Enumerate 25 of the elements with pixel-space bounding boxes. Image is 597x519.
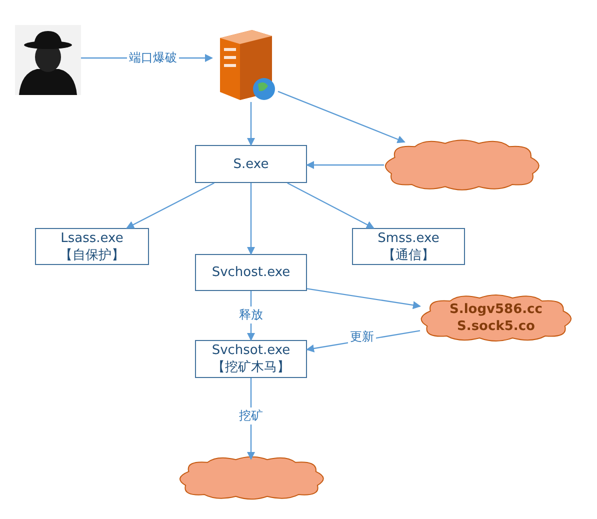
process-name: Smss.exe [378,230,440,246]
edge-label: 更新 [348,328,376,346]
edge-label: 释放 [237,306,265,324]
arrow [126,182,214,229]
arrow [247,102,255,146]
process-box [195,254,307,291]
role-text: 【通信】 [382,246,434,264]
role-text: 【自保护】 [60,246,124,264]
process-name: Lsass.exe [60,230,124,246]
process-box [195,340,307,378]
process-name: Svchsot.exe [212,342,290,359]
arrow [278,90,406,144]
process-name: S.exe [233,156,269,172]
arrow [306,288,421,310]
domain-text: S.sock5.co [457,318,535,335]
process-box [352,228,465,265]
process-box [195,145,307,183]
process-box [35,228,149,265]
arrow [287,182,374,229]
role-text: 【挖矿木马】 [212,359,290,376]
process-name: Svchost.exe [212,264,290,281]
arrow [306,161,384,169]
edge-label: 挖矿 [237,408,265,424]
arrow [247,183,255,255]
domain-text: S.logv586.cc [450,301,542,318]
